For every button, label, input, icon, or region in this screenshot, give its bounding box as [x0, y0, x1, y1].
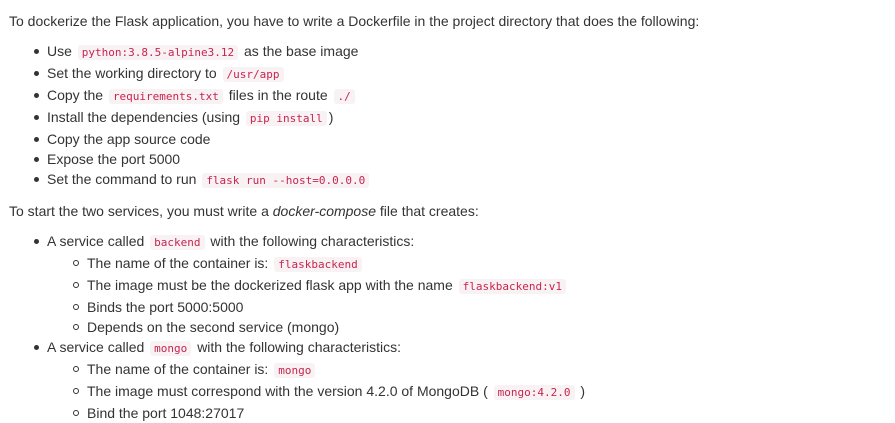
list-item: Depends on the second service (mongo): [47, 317, 895, 337]
step-text: Expose the port 5000: [47, 151, 181, 167]
compose-intro-text: To start the two services, you must writ…: [9, 203, 269, 219]
inline-code: flaskbackend:v1: [458, 279, 566, 294]
inline-code: backend: [150, 235, 205, 250]
step-text: Copy the app source code: [47, 131, 211, 147]
compose-intro: To start the two services, you must writ…: [9, 201, 895, 221]
list-item: The name of the container is: flaskbacke…: [47, 253, 895, 275]
item-text: The name of the container is:: [87, 255, 269, 271]
step-text: Use: [47, 43, 72, 59]
step-text: as the base image: [244, 43, 359, 59]
inline-code: flaskbackend: [274, 257, 362, 272]
service-text: with the following characteristics:: [210, 233, 415, 249]
step-text: Install the dependencies (using: [47, 109, 241, 125]
list-item: The image must be the dockerized flask a…: [47, 275, 895, 297]
list-item: The image must correspond with the versi…: [47, 381, 895, 403]
item-text: ): [580, 383, 586, 399]
item-text: Binds the port 5000:5000: [87, 299, 244, 315]
service-text: A service called: [47, 233, 145, 249]
step-text: ): [328, 109, 334, 125]
list-item: The name of the container is: mongo: [47, 359, 895, 381]
inline-code: mongo: [150, 341, 192, 356]
item-text: The image must correspond with the versi…: [87, 383, 488, 399]
item-text: Depends on the second service (mongo): [87, 319, 340, 335]
list-item: Install the dependencies (using pip inst…: [9, 107, 895, 129]
list-item: Set the command to run flask run --host=…: [9, 169, 895, 191]
inline-code: flask run --host=0.0.0.0: [202, 173, 370, 188]
list-item: Copy the requirements.txt files in the r…: [9, 85, 895, 107]
item-text: Bind the port 1048:27017: [87, 405, 245, 421]
inline-code: pip install: [245, 111, 327, 126]
inline-code: /usr/app: [222, 67, 284, 82]
item-text: The name of the container is:: [87, 361, 269, 377]
service-text: A service called: [47, 339, 145, 355]
dockerfile-intro: To dockerize the Flask application, you …: [9, 13, 700, 29]
backend-characteristics: The name of the container is: flaskbacke…: [47, 253, 895, 337]
dockerfile-steps: Use python:3.8.5-alpine3.12 as the base …: [9, 41, 895, 191]
service-text: with the following characteristics:: [197, 339, 402, 355]
inline-code: ./: [333, 89, 355, 104]
list-item: Use python:3.8.5-alpine3.12 as the base …: [9, 41, 895, 63]
step-text: Set the working directory to: [47, 65, 217, 81]
service-backend: A service called backend with the follow…: [9, 231, 895, 337]
mongo-characteristics: The name of the container is: mongo The …: [47, 359, 895, 423]
inline-code: python:3.8.5-alpine3.12: [77, 45, 239, 60]
list-item: Binds the port 5000:5000: [47, 297, 895, 317]
step-text: Copy the: [47, 87, 104, 103]
inline-code: requirements.txt: [108, 89, 223, 104]
step-text: Set the command to run: [47, 171, 197, 187]
services-list: A service called backend with the follow…: [9, 231, 895, 423]
list-item: Bind the port 1048:27017: [47, 403, 895, 423]
list-item: Copy the app source code: [9, 129, 895, 149]
list-item: Expose the port 5000: [9, 149, 895, 169]
inline-code: mongo: [274, 363, 316, 378]
item-text: The image must be the dockerized flask a…: [87, 277, 453, 293]
inline-code: mongo:4.2.0: [493, 385, 575, 400]
service-mongo: A service called mongo with the followin…: [9, 337, 895, 423]
compose-intro-text: file that creates:: [379, 203, 479, 219]
step-text: files in the route: [228, 87, 328, 103]
list-item: Set the working directory to /usr/app: [9, 63, 895, 85]
compose-emphasis: docker-compose: [272, 203, 377, 219]
